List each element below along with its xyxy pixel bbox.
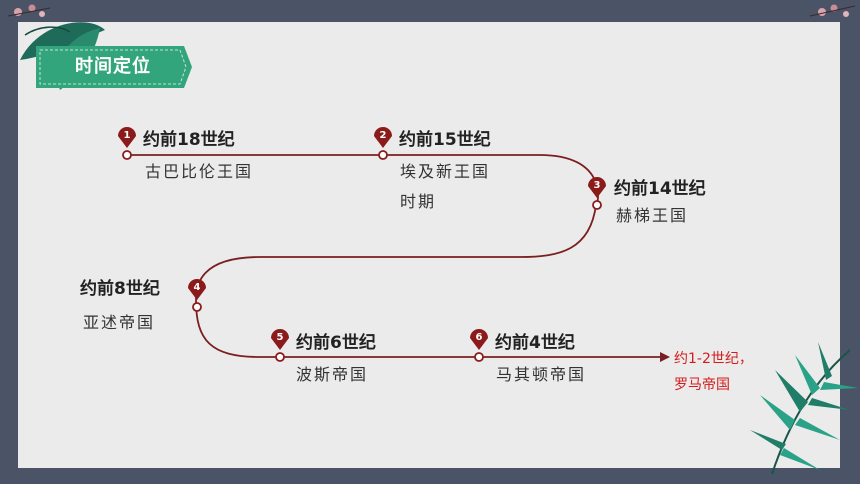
map-pin-icon-3: [588, 177, 606, 198]
anchor-ring-5: [275, 352, 285, 362]
event-2-era: 约前15世纪: [399, 130, 491, 150]
pin-number-6: 6: [475, 332, 483, 343]
event-3-era: 约前14世纪: [614, 179, 706, 199]
pin-number-3: 3: [593, 180, 601, 191]
pin-number-4: 4: [193, 282, 201, 293]
pin-number-2: 2: [379, 130, 387, 141]
event-4-era: 约前8世纪: [80, 279, 160, 299]
final-event-line1: 约1-2世纪，: [674, 351, 753, 367]
anchor-ring-2: [378, 150, 388, 160]
blossom-decoration-topleft: [7, 4, 51, 17]
anchor-ring-6: [474, 352, 484, 362]
map-pin-icon-1: [118, 127, 136, 148]
event-3-kingdom: 赫梯王国: [616, 206, 689, 225]
map-pin-icon-4: [188, 279, 206, 300]
anchor-ring-4: [192, 302, 202, 312]
event-1-era: 约前18世纪: [143, 130, 235, 150]
pin-number-5: 5: [276, 332, 284, 343]
final-event-line2: 罗马帝国: [674, 377, 730, 393]
anchor-ring-1: [122, 150, 132, 160]
event-5-era: 约前6世纪: [296, 333, 376, 353]
anchor-ring-3: [592, 200, 602, 210]
event-6-era: 约前4世纪: [495, 333, 575, 353]
pin-number-1: 1: [123, 130, 131, 141]
event-2-kingdom-line2: 时期: [400, 192, 437, 211]
palm-decoration-bottomright: [750, 342, 858, 475]
slide-card: [18, 22, 840, 468]
map-pin-icon-6: [470, 329, 488, 350]
event-5-kingdom: 波斯帝国: [296, 365, 369, 384]
event-2-kingdom-line1: 埃及新王国: [400, 162, 491, 181]
map-pin-icon-2: [374, 127, 392, 148]
event-1-kingdom: 古巴比伦王国: [145, 162, 254, 181]
timeline-arrowhead: [660, 352, 670, 362]
final-event-note: 约1-2世纪， 罗马帝国: [674, 346, 753, 398]
event-6-kingdom: 马其顿帝国: [496, 365, 587, 384]
map-pin-icon-5: [271, 329, 289, 350]
title-tab-shape: [36, 46, 192, 88]
event-4-kingdom: 亚述帝国: [83, 313, 156, 332]
blossom-decoration-topright: [809, 4, 856, 17]
page-title: 时间定位: [75, 56, 151, 77]
